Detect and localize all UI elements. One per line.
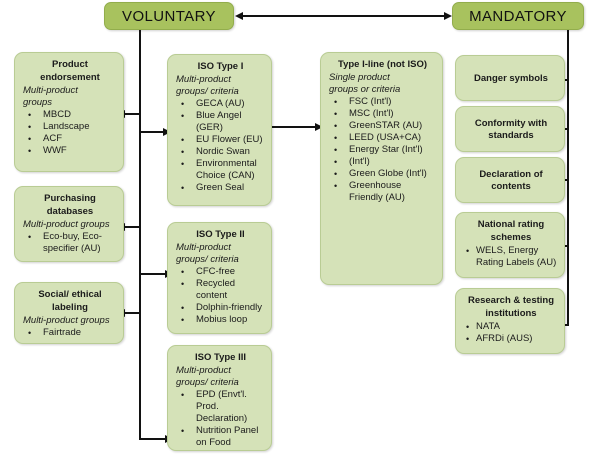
connector-iso-type-i-to-type-i-line	[272, 126, 318, 128]
list-item: CFC-free	[176, 266, 265, 278]
arrowhead-headers-right	[444, 11, 452, 20]
list-item: Landscape	[23, 121, 117, 133]
list-item: EPD (Envt'l. Prod. Declaration)	[176, 389, 265, 425]
trunk-mandatory	[567, 30, 569, 326]
list-item: Eco-buy, Eco-specifier (AU)	[23, 231, 117, 255]
list-item: Dolphin-friendly	[176, 302, 265, 314]
purchasing-databases-subtitle-line1: Multi-product groups	[23, 219, 110, 230]
connector-headers	[242, 15, 446, 17]
list-item: Green Seal	[176, 182, 265, 194]
declaration-of-contents-title-line1: Declaration of	[479, 169, 543, 180]
conformity-with-standards-title-line1: Conformity with	[474, 118, 548, 129]
box-declaration-of-contents[interactable]: Declaration of contents	[455, 157, 565, 203]
connector-to-iso-type-i	[139, 131, 165, 133]
box-iso-type-ii[interactable]: ISO Type II Multi-product groups/ criter…	[167, 222, 272, 334]
iso-type-iii-subtitle-line2: groups/ criteria	[176, 377, 239, 388]
product-endorsement-subtitle-line2: groups	[23, 97, 53, 108]
list-item: NATA	[464, 321, 558, 333]
list-item: Fairtrade	[23, 327, 117, 339]
type-i-line-list: FSC (Int'l) MSC (Int'l) GreenSTAR (AU) L…	[329, 96, 436, 204]
trunk-voluntary	[139, 30, 141, 440]
social-ethical-labeling-title-line1: Social/ ethical	[38, 289, 102, 300]
iso-type-ii-subtitle-line1: Multi-product	[176, 242, 231, 253]
type-i-line-subtitle-line1: Single product	[329, 72, 390, 83]
danger-symbols-title-line1: Danger symbols	[474, 73, 548, 84]
list-item: GreenSTAR (AU)	[329, 120, 436, 132]
connector-to-product-endorsement	[124, 113, 141, 115]
social-ethical-labeling-title-line2: labeling	[52, 302, 88, 313]
connector-to-iso-type-iii	[139, 438, 167, 440]
list-item: Green Globe (Int'l)	[329, 168, 436, 180]
list-item: GECA (AU)	[176, 98, 265, 110]
declaration-of-contents-title-line2: contents	[491, 181, 531, 192]
box-national-rating-schemes[interactable]: National rating schemes WELS, Energy Rat…	[455, 212, 565, 278]
research-testing-institutions-title-line1: Research & testing	[467, 295, 555, 306]
iso-type-i-subtitle-line1: Multi-product	[176, 74, 231, 85]
list-item: AFRDi (AUS)	[464, 333, 558, 345]
list-item: WELS, Energy Rating Labels (AU)	[464, 245, 558, 269]
research-testing-institutions-title-line2: institutions	[485, 308, 537, 319]
list-item: MBCD	[23, 109, 117, 121]
social-ethical-labeling-subtitle-line1: Multi-product groups	[23, 315, 110, 326]
iso-type-iii-list: EPD (Envt'l. Prod. Declaration) Nutritio…	[176, 389, 265, 449]
iso-type-i-subtitle-line2: groups/ criteria	[176, 86, 239, 97]
list-item: EU Flower (EU)	[176, 134, 265, 146]
list-item: (Int'l)	[329, 156, 436, 168]
product-endorsement-subtitle-line1: Multi-product	[23, 85, 78, 96]
list-item: Nutrition Panel on Food	[176, 425, 265, 449]
box-danger-symbols[interactable]: Danger symbols	[455, 55, 565, 101]
box-conformity-with-standards[interactable]: Conformity with standards	[455, 106, 565, 152]
list-item: LEED (USA+CA)	[329, 132, 436, 144]
box-iso-type-i[interactable]: ISO Type I Multi-product groups/ criteri…	[167, 54, 272, 206]
iso-type-ii-subtitle-line2: groups/ criteria	[176, 254, 239, 265]
type-i-line-title: Type I-line (not ISO)	[337, 59, 428, 70]
iso-type-i-list: GECA (AU) Blue Angel (GER) EU Flower (EU…	[176, 98, 265, 194]
purchasing-databases-title-line1: Purchasing	[44, 193, 96, 204]
product-endorsement-title-line1: Product	[52, 59, 88, 70]
product-endorsement-list: MBCD Landscape ACF WWF	[23, 109, 117, 157]
arrowhead-headers-left	[235, 11, 243, 20]
header-voluntary-label: VOLUNTARY	[122, 7, 216, 25]
list-item: FSC (Int'l)	[329, 96, 436, 108]
list-item: Energy Star (Int'l)	[329, 144, 436, 156]
type-i-line-subtitle-line2: groups or criteria	[329, 84, 401, 95]
box-type-i-line[interactable]: Type I-line (not ISO) Single product gro…	[320, 52, 443, 285]
arrowhead-type-i-line	[315, 122, 323, 131]
list-item: Blue Angel (GER)	[176, 110, 265, 134]
list-item: MSC (Int'l)	[329, 108, 436, 120]
list-item: Mobius loop	[176, 314, 265, 326]
connector-to-purchasing-databases	[124, 226, 141, 228]
purchasing-databases-list: Eco-buy, Eco-specifier (AU)	[23, 231, 117, 255]
box-purchasing-databases[interactable]: Purchasing databases Multi-product group…	[14, 186, 124, 262]
header-mandatory-label: MANDATORY	[469, 7, 567, 25]
box-product-endorsement[interactable]: Product endorsement Multi-product groups…	[14, 52, 124, 172]
header-mandatory[interactable]: MANDATORY	[452, 2, 584, 30]
list-item: ACF	[23, 133, 117, 145]
iso-type-iii-subtitle-line1: Multi-product	[176, 365, 231, 376]
national-rating-schemes-title-line2: schemes	[490, 232, 532, 243]
box-research-testing-institutions[interactable]: Research & testing institutions NATA AFR…	[455, 288, 565, 354]
list-item: Recycled content	[176, 278, 265, 302]
iso-type-i-title: ISO Type I	[197, 61, 244, 72]
list-item: WWF	[23, 145, 117, 157]
iso-type-ii-title: ISO Type II	[196, 229, 245, 240]
social-ethical-labeling-list: Fairtrade	[23, 327, 117, 339]
header-voluntary[interactable]: VOLUNTARY	[104, 2, 234, 30]
purchasing-databases-title-line2: databases	[46, 206, 94, 217]
list-item: Greenhouse Friendly (AU)	[329, 180, 436, 204]
box-iso-type-iii[interactable]: ISO Type III Multi-product groups/ crite…	[167, 345, 272, 451]
conformity-with-standards-title-line2: standards	[488, 130, 534, 141]
national-rating-schemes-list: WELS, Energy Rating Labels (AU)	[464, 245, 558, 269]
box-social-ethical-labeling[interactable]: Social/ ethical labeling Multi-product g…	[14, 282, 124, 344]
iso-type-ii-list: CFC-free Recycled content Dolphin-friend…	[176, 266, 265, 326]
research-testing-institutions-list: NATA AFRDi (AUS)	[464, 321, 558, 345]
list-item: Environmental Choice (CAN)	[176, 158, 265, 182]
connector-to-social-ethical-labeling	[124, 312, 141, 314]
product-endorsement-title-line2: endorsement	[40, 72, 100, 83]
connector-to-iso-type-ii	[139, 273, 167, 275]
national-rating-schemes-title-line1: National rating	[477, 219, 545, 230]
list-item: Nordic Swan	[176, 146, 265, 158]
iso-type-iii-title: ISO Type III	[194, 352, 247, 363]
